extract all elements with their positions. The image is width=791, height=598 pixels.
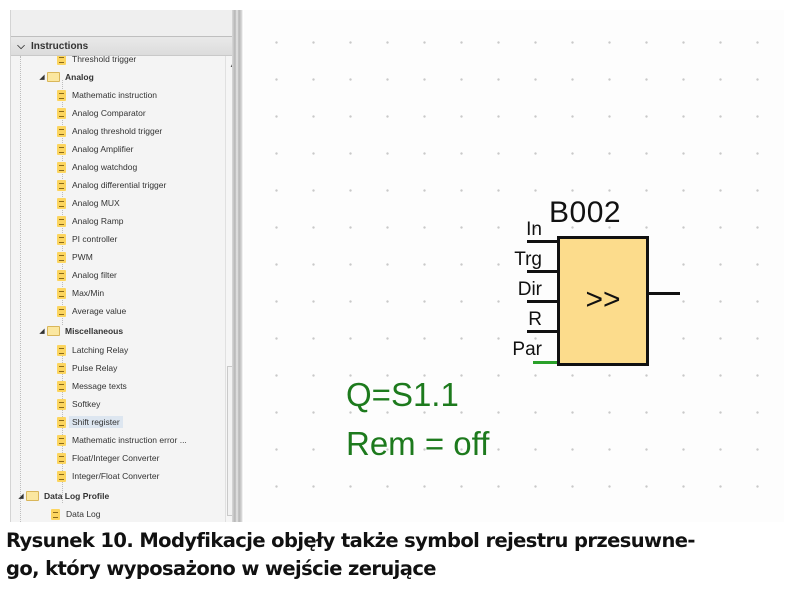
caption-line-2: go, który wyposażono w wejście zerujące (6, 557, 437, 580)
pin-label-in: In (526, 219, 542, 240)
instruction-icon (57, 380, 66, 392)
expand-toggle-icon[interactable]: ◢ (39, 74, 45, 81)
caption-line-1: Rysunek 10. Modyfikacje objęły także sym… (6, 529, 695, 552)
instruction-icon (57, 161, 66, 173)
instruction-icon (57, 287, 66, 299)
instruction-icon (57, 305, 66, 317)
pin-line-trg[interactable] (527, 270, 557, 273)
pin-label-dir: Dir (517, 279, 542, 300)
tree-item[interactable]: Analog filter (57, 266, 117, 284)
block-id: B002 (549, 196, 622, 229)
instruction-icon (57, 89, 66, 101)
pin-label-par: Par (512, 339, 542, 360)
tree-item[interactable]: Analog Ramp (57, 212, 124, 230)
diagram-canvas[interactable] (244, 10, 784, 522)
pin-label-trg: Trg (514, 249, 542, 270)
tree-guide-line (20, 56, 21, 522)
tree-item-shift-register[interactable]: Shift register (57, 413, 123, 431)
tree-folder-data-log-profile[interactable]: ◢ Data Log Profile (16, 487, 109, 505)
tree-item[interactable]: Analog differential trigger (57, 176, 166, 194)
tree-folder-miscellaneous[interactable]: ◢ Miscellaneous (37, 322, 123, 340)
instruction-icon (57, 56, 66, 65)
tree-item[interactable]: Analog watchdog (57, 158, 137, 176)
expand-toggle-icon[interactable]: ◢ (39, 328, 45, 335)
section-header-instructions[interactable]: ⌵ Instructions (11, 37, 239, 56)
instructions-panel: ⌵ Instructions Threshold trigger ◢ Analo… (10, 10, 243, 522)
figure-caption: Rysunek 10. Modyfikacje objęły także sym… (6, 527, 786, 583)
instruction-icon (57, 452, 66, 464)
tree-folder-analog[interactable]: ◢ Analog (37, 68, 94, 86)
tree-item[interactable]: PI controller (57, 230, 117, 248)
tree-item[interactable]: Analog Comparator (57, 104, 146, 122)
instruction-icon (57, 416, 66, 428)
instruction-icon (57, 251, 66, 263)
tree-item[interactable]: Max/Min (57, 284, 104, 302)
instruction-tree: Threshold trigger ◢ Analog Mathematic in… (11, 56, 225, 522)
instruction-icon (57, 470, 66, 482)
pin-line-r[interactable] (527, 330, 557, 333)
folder-icon (47, 72, 60, 82)
chevron-down-icon[interactable]: ⌵ (17, 40, 25, 52)
tree-item[interactable]: Analog MUX (57, 194, 120, 212)
tree-item[interactable]: Average value (57, 302, 126, 320)
instruction-icon (57, 362, 66, 374)
pin-line-in[interactable] (527, 240, 557, 243)
instruction-icon (57, 344, 66, 356)
folder-icon (47, 326, 60, 336)
tree-item[interactable]: PWM (57, 248, 93, 266)
shift-register-symbol: >> (585, 283, 621, 316)
tree-item[interactable]: Softkey (57, 395, 100, 413)
tree-item[interactable]: Mathematic instruction (57, 86, 157, 104)
instruction-icon (57, 233, 66, 245)
tree-item[interactable]: Analog Amplifier (57, 140, 133, 158)
expand-toggle-icon[interactable]: ◢ (18, 493, 24, 500)
pin-label-r: R (528, 309, 542, 330)
section-label: Instructions (31, 40, 89, 52)
tree-item[interactable]: Latching Relay (57, 341, 128, 359)
instruction-icon (57, 398, 66, 410)
instruction-icon (57, 143, 66, 155)
instruction-icon (51, 508, 60, 520)
tree-item[interactable]: Message texts (57, 377, 127, 395)
output-pin-line[interactable] (649, 292, 680, 295)
output-parameter-text: Q=S1.1 (346, 376, 459, 413)
pin-line-dir[interactable] (527, 300, 557, 303)
tree-item[interactable]: Analog threshold trigger (57, 122, 162, 140)
instruction-icon (57, 125, 66, 137)
instruction-icon (57, 434, 66, 446)
shift-register-block[interactable]: >> (557, 236, 649, 366)
instruction-icon (57, 107, 66, 119)
instruction-icon (57, 269, 66, 281)
instruction-icon (57, 197, 66, 209)
tree-item[interactable]: Integer/Float Converter (57, 467, 159, 485)
panel-toolbar-area (11, 10, 239, 37)
tree-item[interactable]: Mathematic instruction error ... (57, 431, 187, 449)
tree-item[interactable]: Float/Integer Converter (57, 449, 159, 467)
retentivity-parameter-text: Rem = off (346, 425, 490, 462)
tree-item[interactable]: Threshold trigger (57, 56, 136, 68)
instruction-icon (57, 215, 66, 227)
panel-splitter[interactable] (232, 10, 242, 522)
instruction-icon (57, 179, 66, 191)
folder-icon (26, 491, 39, 501)
pin-line-par[interactable] (533, 361, 557, 364)
tree-item[interactable]: Pulse Relay (57, 359, 117, 377)
tree-item[interactable]: Data Log (51, 505, 101, 522)
